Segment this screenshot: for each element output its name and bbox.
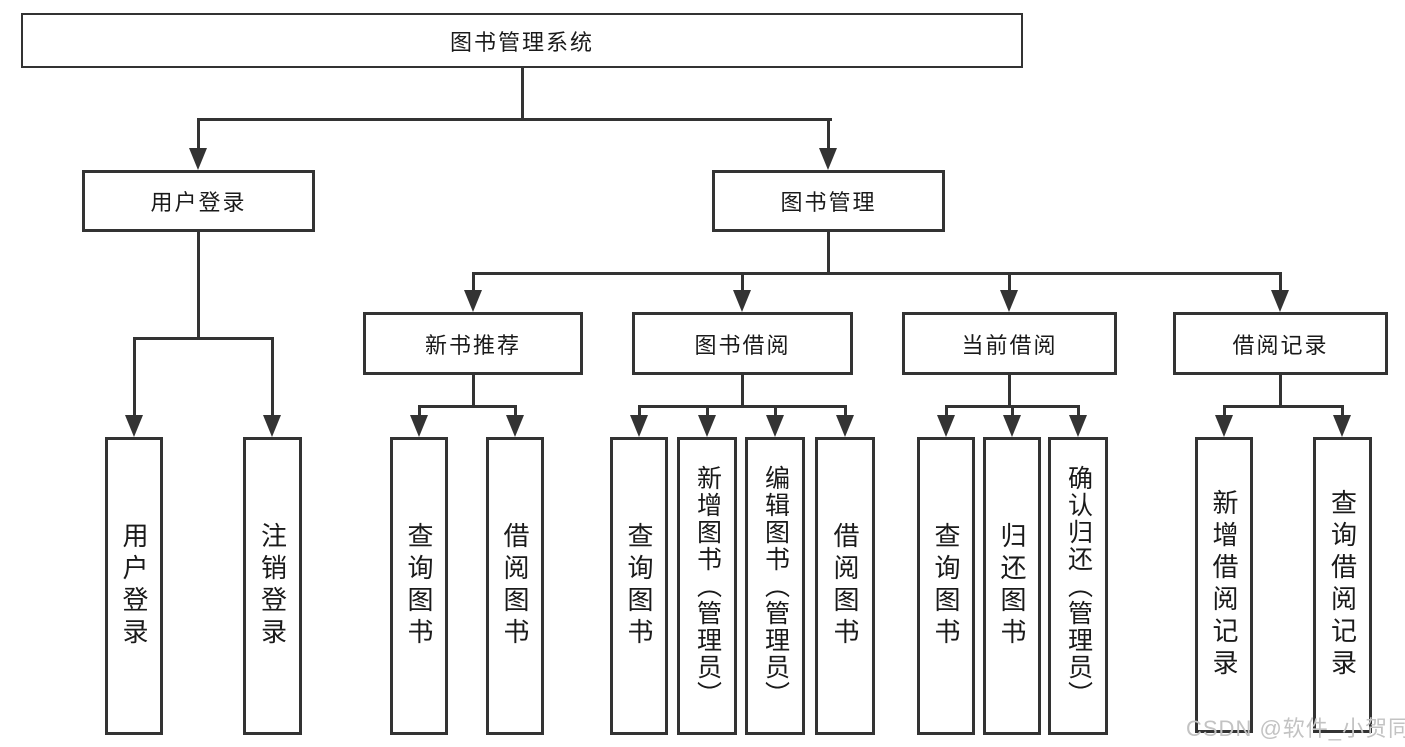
- connector-line: [638, 405, 847, 408]
- node-label: 确认归还（管理员）: [1064, 464, 1093, 708]
- node-label: 新增借阅记录: [1209, 489, 1239, 681]
- connector-line: [1008, 375, 1011, 405]
- node-user-login: 用户登录: [82, 170, 315, 232]
- node-current-borrow: 当前借阅: [902, 312, 1117, 375]
- connector-line: [706, 405, 709, 417]
- arrowhead: [410, 415, 428, 437]
- node-confirm-return-admin: 确认归还（管理员）: [1048, 437, 1108, 735]
- arrowhead: [937, 415, 955, 437]
- connector-line: [472, 272, 1282, 275]
- node-label: 图书管理系统: [449, 29, 594, 55]
- connector-line: [133, 337, 136, 417]
- node-new-book-recommend: 新书推荐: [363, 312, 583, 375]
- connector-line: [741, 272, 744, 292]
- node-label: 借阅图书: [500, 522, 530, 650]
- node-book-management: 图书管理: [712, 170, 945, 232]
- node-borrow-books-recommend: 借阅图书: [486, 437, 544, 735]
- connector-line: [1223, 405, 1226, 417]
- connector-line: [418, 405, 421, 417]
- node-logout: 注销登录: [243, 437, 302, 735]
- node-label: 查询图书: [404, 522, 434, 650]
- connector-line: [271, 337, 274, 417]
- arrowhead: [733, 290, 751, 312]
- connector-line: [514, 405, 517, 417]
- node-label: 用户登录: [119, 522, 149, 650]
- node-label: 新书推荐: [424, 332, 521, 358]
- connector-line: [827, 232, 830, 272]
- node-query-books-recommend: 查询图书: [390, 437, 448, 735]
- node-label: 借阅记录: [1232, 332, 1329, 358]
- connector-line: [1008, 272, 1011, 292]
- node-book-borrow: 图书借阅: [632, 312, 853, 375]
- node-label: 注销登录: [257, 522, 288, 650]
- node-return-book: 归还图书: [983, 437, 1041, 735]
- node-label: 图书管理: [780, 190, 877, 215]
- connector-line: [1223, 405, 1344, 408]
- connector-line: [472, 272, 475, 292]
- arrowhead: [464, 290, 482, 312]
- connector-line: [945, 405, 948, 417]
- node-add-borrow-record: 新增借阅记录: [1195, 437, 1253, 733]
- node-user-login-leaf: 用户登录: [105, 437, 163, 735]
- connector-line: [1279, 272, 1282, 292]
- arrowhead: [189, 148, 207, 170]
- node-label: 借阅图书: [830, 522, 860, 650]
- arrowhead: [1271, 290, 1289, 312]
- connector-line: [197, 232, 200, 337]
- connector-line: [827, 118, 830, 150]
- arrowhead: [1069, 415, 1087, 437]
- connector-line: [844, 405, 847, 417]
- connector-line: [197, 118, 832, 121]
- csdn-watermark: CSDN @软件_小贺同学: [1186, 716, 1405, 741]
- arrowhead: [263, 415, 281, 437]
- arrowhead: [698, 415, 716, 437]
- connector-line: [1077, 405, 1080, 417]
- node-label: 查询图书: [931, 522, 961, 650]
- arrowhead: [1215, 415, 1233, 437]
- connector-line: [741, 375, 744, 405]
- connector-line: [1011, 405, 1014, 417]
- node-label: 图书借阅: [694, 332, 791, 358]
- arrowhead: [630, 415, 648, 437]
- arrowhead: [125, 415, 143, 437]
- node-label: 编辑图书（管理员）: [761, 464, 790, 708]
- node-label: 当前借阅: [961, 332, 1058, 358]
- connector-line: [472, 375, 475, 405]
- node-label: 查询借阅记录: [1327, 489, 1358, 681]
- node-label: 归还图书: [997, 522, 1027, 650]
- connector-line: [638, 405, 641, 417]
- node-add-book-admin: 新增图书（管理员）: [677, 437, 737, 735]
- connector-line: [133, 337, 274, 340]
- node-query-books-current: 查询图书: [917, 437, 975, 735]
- node-label: 查询图书: [624, 522, 654, 650]
- arrowhead: [506, 415, 524, 437]
- node-edit-book-admin: 编辑图书（管理员）: [745, 437, 805, 735]
- arrowhead: [766, 415, 784, 437]
- node-library-management-system: 图书管理系统: [21, 13, 1023, 68]
- connector-line: [1279, 375, 1282, 405]
- connector-line: [197, 118, 200, 150]
- connector-line: [1341, 405, 1344, 417]
- node-query-books-borrow: 查询图书: [610, 437, 668, 735]
- node-label: 用户登录: [150, 190, 247, 215]
- arrowhead: [1333, 415, 1351, 437]
- node-borrow-records: 借阅记录: [1173, 312, 1388, 375]
- arrowhead: [836, 415, 854, 437]
- connector-line: [521, 68, 524, 118]
- node-query-borrow-record: 查询借阅记录: [1313, 437, 1372, 733]
- arrowhead: [819, 148, 837, 170]
- node-label: 新增图书（管理员）: [693, 464, 722, 708]
- arrowhead: [1000, 290, 1018, 312]
- connector-line: [418, 405, 517, 408]
- node-borrow-books-borrow: 借阅图书: [815, 437, 875, 735]
- connector-line: [774, 405, 777, 417]
- arrowhead: [1003, 415, 1021, 437]
